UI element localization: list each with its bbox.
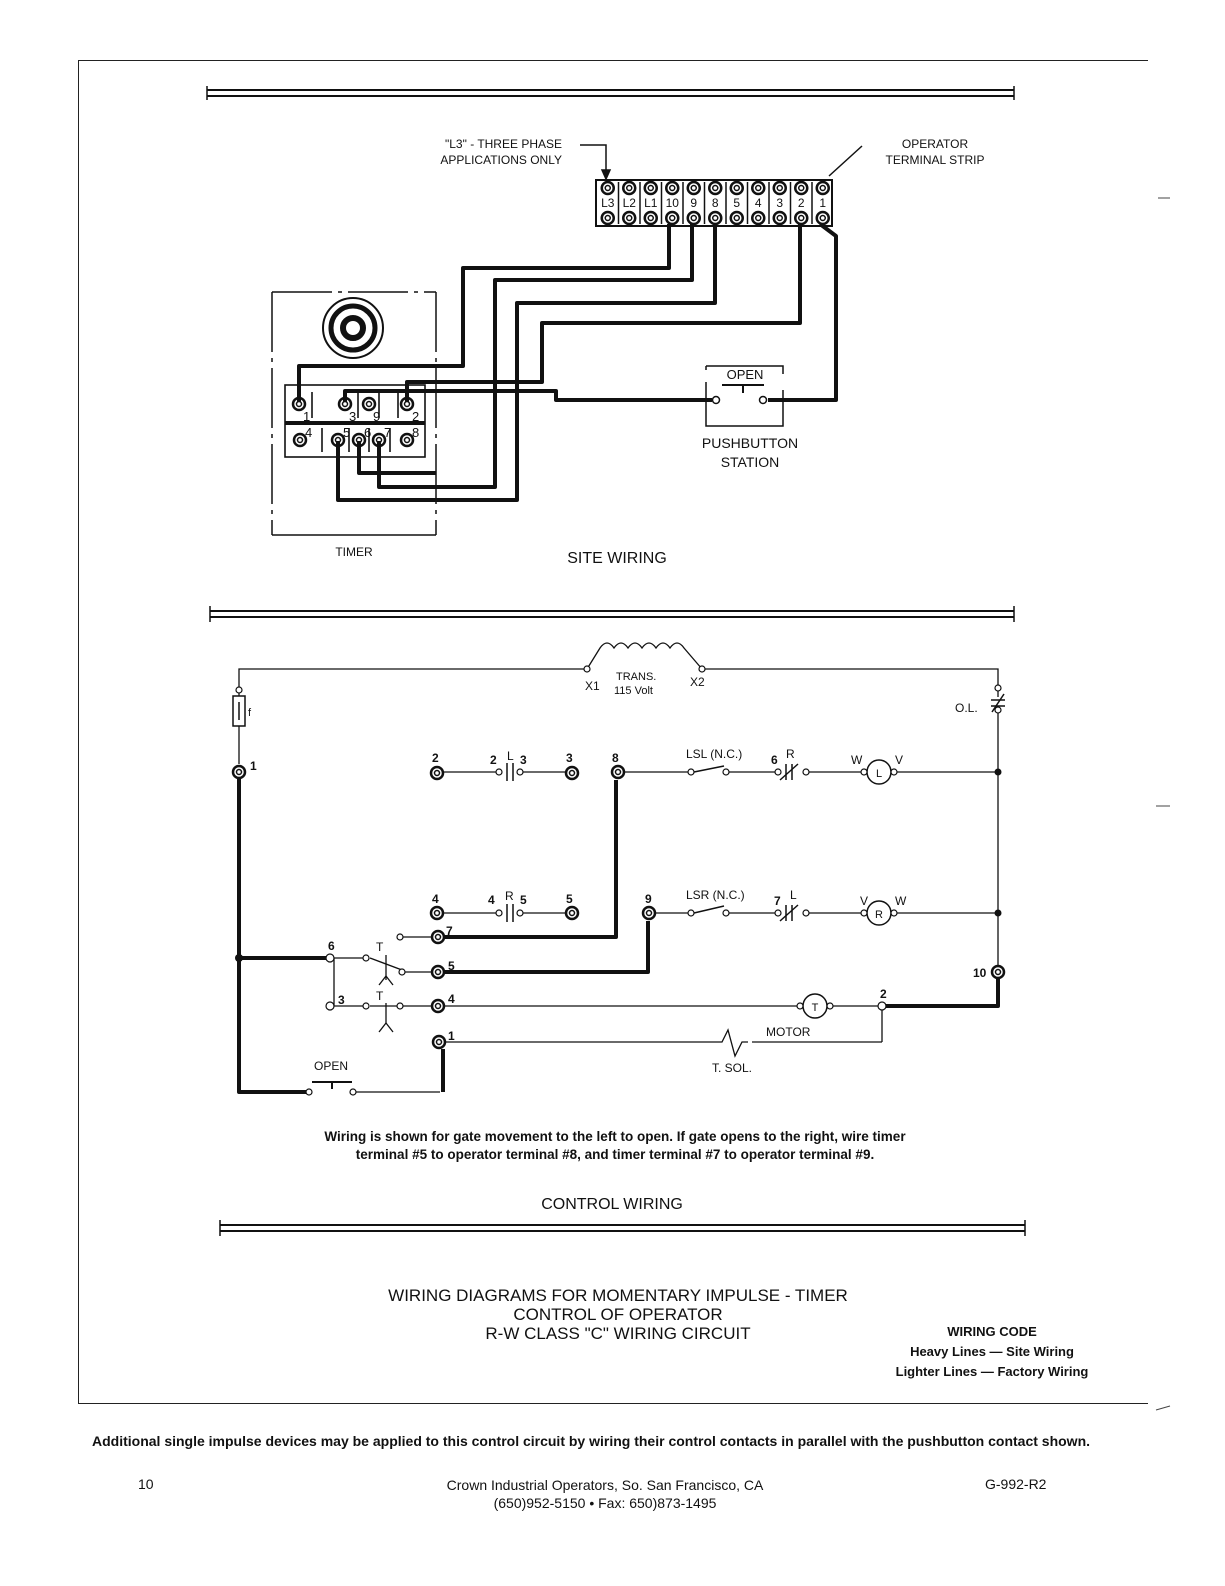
- site-heavy-wires: [297, 222, 838, 502]
- diagram-title-line3: R-W CLASS "C" WIRING CIRCUIT: [485, 1324, 751, 1343]
- strip-terminal-label: L2: [623, 196, 637, 210]
- strip-screw-top: [622, 180, 637, 196]
- timer-screw-top: [399, 396, 415, 412]
- wire-9-to-timer-7: [377, 224, 694, 489]
- wire-1-to-pb: [768, 222, 838, 402]
- pushbutton-station: [705, 365, 784, 427]
- strip-screw-top: [708, 180, 723, 196]
- timer-screw-bottom: [399, 432, 415, 448]
- timer-terminal-label: 6: [364, 425, 371, 440]
- strip-terminal-label: 9: [690, 196, 697, 210]
- wire-2-to-timer-2: [405, 224, 802, 402]
- strip-terminal-label: L3: [601, 196, 615, 210]
- strip-screw-bottom: [600, 210, 615, 226]
- timer-screw-bottom: [292, 432, 308, 448]
- timer-terminal-label: 2: [412, 409, 419, 424]
- company-phone: (650)952-5150 • Fax: 650)873-1495: [493, 1495, 717, 1511]
- wire-10-to-timer-1: [297, 224, 671, 402]
- strip-screw-top: [665, 180, 680, 196]
- strip-terminal-label: 3: [776, 196, 783, 210]
- company-name: Crown Industrial Operators, So. San Fran…: [446, 1477, 764, 1493]
- wiring-code-title: WIRING CODE: [947, 1324, 1037, 1339]
- strip-screw-bottom: [815, 210, 830, 226]
- pushbutton-label-line2: STATION: [720, 454, 780, 470]
- wire-timer-6-to-pb: [357, 441, 436, 475]
- diagram-title-block: WIRING DIAGRAMS FOR MOMENTARY IMPULSE - …: [330, 1286, 906, 1343]
- strip-screw-bottom: [794, 210, 809, 226]
- strip-pointer: [828, 145, 863, 177]
- strip-screw-bottom: [622, 210, 637, 226]
- strip-screw-top: [729, 180, 744, 196]
- site-header-rule: [206, 86, 1015, 100]
- control-wiring-title: CONTROL WIRING: [541, 1196, 683, 1213]
- timer-screw-top: [361, 396, 377, 412]
- strip-label-line1: OPERATOR: [901, 137, 969, 151]
- timer-terminal-block: [284, 384, 426, 458]
- l3-pointer-arrow: [580, 144, 612, 181]
- timer-terminal-label: 9: [373, 409, 380, 424]
- strip-terminal-label: 10: [666, 196, 680, 210]
- additional-devices-note: Additional single impulse devices may be…: [92, 1433, 1091, 1449]
- timer-terminal-label: 8: [412, 425, 419, 440]
- document-code: G-992-R2: [985, 1476, 1047, 1492]
- l3-note: "L3" - THREE PHASE APPLICATIONS ONLY: [412, 136, 562, 168]
- pushbutton-station-label: PUSHBUTTON STATION: [680, 434, 820, 472]
- pushbutton-label-line1: PUSHBUTTON: [701, 435, 799, 451]
- strip-screw-top: [751, 180, 766, 196]
- strip-terminal-label: 2: [798, 196, 805, 210]
- strip-screw-bottom: [686, 210, 701, 226]
- timer-enclosure: [271, 291, 437, 536]
- strip-screw-top: [686, 180, 701, 196]
- pushbutton-open-label: OPEN: [727, 367, 764, 382]
- strip-terminal-label: 4: [755, 196, 762, 210]
- timer-label: TIMER: [335, 545, 373, 559]
- strip-terminal-label: 8: [712, 196, 719, 210]
- gate-note-line1: Wiring is shown for gate movement to the…: [324, 1129, 906, 1144]
- strip-terminal-label: 5: [733, 196, 740, 210]
- strip-screw-top: [772, 180, 787, 196]
- l3-note-line2: APPLICATIONS ONLY: [440, 153, 562, 167]
- company-info: Crown Industrial Operators, So. San Fran…: [360, 1476, 850, 1512]
- timer-dial: [322, 297, 384, 359]
- wiring-code-light: Lighter Lines — Factory Wiring: [895, 1364, 1089, 1379]
- strip-screw-bottom: [708, 210, 723, 226]
- strip-screw-bottom: [665, 210, 680, 226]
- strip-screw-top: [600, 180, 615, 196]
- wiring-code-heavy: Heavy Lines — Site Wiring: [910, 1344, 1074, 1359]
- timer-terminal-label: 1: [303, 409, 310, 424]
- wire-8-to-timer-5: [336, 224, 717, 502]
- gate-direction-note: Wiring is shown for gate movement to the…: [160, 1128, 1070, 1164]
- diagram-title-line2: CONTROL OF OPERATOR: [513, 1305, 723, 1324]
- timer-terminal-label: 5: [343, 425, 350, 440]
- timer-terminal-label: 3: [349, 409, 356, 424]
- page-number: 10: [138, 1476, 154, 1492]
- wire-timer-3-to-pb: [343, 389, 712, 402]
- l3-note-line1: "L3" - THREE PHASE: [445, 137, 562, 151]
- strip-screw-bottom: [772, 210, 787, 226]
- gate-note-line2: terminal #5 to operator terminal #8, and…: [355, 1147, 875, 1162]
- strip-label-line2: TERMINAL STRIP: [885, 153, 985, 167]
- strip-screw-top: [794, 180, 809, 196]
- timer-terminal-label: 7: [384, 425, 391, 440]
- strip-screw-bottom: [643, 210, 658, 226]
- page-frame: [78, 60, 1148, 1404]
- timer-terminal-label: 4: [305, 425, 312, 440]
- site-wiring-title: SITE WIRING: [567, 550, 667, 567]
- strip-screw-top: [643, 180, 658, 196]
- strip-terminal-label: 1: [819, 196, 826, 210]
- diagram-title-line1: WIRING DIAGRAMS FOR MOMENTARY IMPULSE - …: [388, 1286, 848, 1305]
- wiring-code-legend: WIRING CODE Heavy Lines — Site Wiring Li…: [862, 1322, 1122, 1382]
- timer-screw-bottom: [330, 432, 346, 448]
- strip-screw-bottom: [729, 210, 744, 226]
- strip-screw-top: [815, 180, 830, 196]
- strip-screw-bottom: [751, 210, 766, 226]
- strip-terminal-label: L1: [644, 196, 658, 210]
- strip-label: OPERATOR TERMINAL STRIP: [860, 136, 1010, 168]
